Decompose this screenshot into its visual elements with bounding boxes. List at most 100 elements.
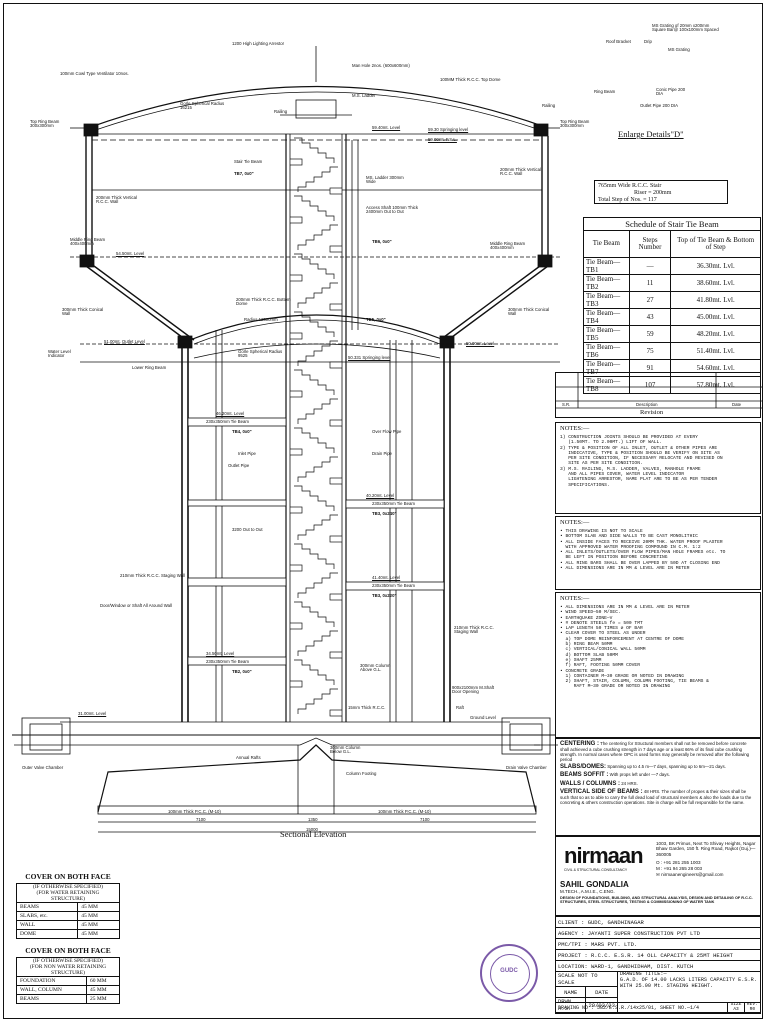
stair-landing xyxy=(329,651,342,659)
stair-landing xyxy=(290,448,303,456)
centering-soffit-head: BEAMS SOFFIT : xyxy=(560,772,609,779)
stair-landing xyxy=(329,187,342,195)
notes-3-item: 2) SHAFT, STAIR, COLUMN, COLUMN FOOTING,… xyxy=(560,679,709,685)
label-tb2: TB3, 0x220" xyxy=(372,593,397,598)
notes-3-item: a) TOP DOME REINFORCEMENT AT CENTRE OF D… xyxy=(560,636,685,642)
label-door-window: Door/Window or Shaft All Around Wall xyxy=(100,603,172,608)
centering-head: CENTERING : xyxy=(560,741,599,747)
notes-3-item: • LAP LENGTH 50 TIMES ø OF BAR xyxy=(560,626,643,632)
notes-2-item: WITH APPROVED WATER PROOFING COMPOUND IN… xyxy=(560,544,701,550)
label-vertical-wall-left: 200mm Thick Vertical R.C.C. Wall xyxy=(96,195,137,205)
stair-landing xyxy=(329,303,342,311)
label-annual-rafts: Annual Rafts xyxy=(236,755,261,760)
label-top-ring-beam-left: Top Ring Beam 300x300mm xyxy=(30,119,60,129)
notes-box-3: NOTES:— • ALL DIMENSIONS ARE IN MM & LEV… xyxy=(555,592,761,738)
tb-name-header: NAME xyxy=(554,986,587,998)
label-out-to-out: 3200 Out to Out xyxy=(232,527,263,532)
cover-member: DOME xyxy=(15,929,79,939)
label-springing-59-30: 59.30 Springing level xyxy=(428,127,469,132)
centering-walls-text: 24 HRS. xyxy=(621,780,638,786)
label-lower-ring-beam: Lower Ring Beam xyxy=(132,365,167,370)
cover-value: 45 MM xyxy=(77,911,120,921)
schedule-cell-tie-beam: Tie Beam—TB4 xyxy=(583,308,630,326)
schedule-header-steps: Steps Number xyxy=(628,230,672,258)
notes-1-item: 2) TYPE & POSITION OF ALL INLET, OUTLET … xyxy=(560,445,718,451)
notes-2-item: • THIS DRAWING IS NOT TO SCALE xyxy=(560,529,643,534)
label-railing-right: Railing xyxy=(542,103,556,108)
label-tb4-desc: 230x350mm Tie Beam xyxy=(206,419,249,424)
stair-flight xyxy=(294,543,335,569)
stair-landing xyxy=(329,361,342,369)
notes-3-item: • ALL DIMENSIONS ARE IN MM & LEVEL ARE I… xyxy=(560,605,690,610)
stair-flight xyxy=(297,630,338,656)
schedule-cell-tie-beam: Tie Beam—TB2 xyxy=(583,274,630,292)
label-vertical-wall-right: 200mm Thick Vertical R.C.C. Wall xyxy=(500,167,541,177)
revision-header-sr: S.R. xyxy=(562,402,571,407)
notes-3-item: • EARTHQUAKE ZONE—V xyxy=(560,615,613,621)
tb-drawing-title-label: DRAWING TITLE:— xyxy=(619,971,667,977)
notes-3-item: d) BOTTOM SLAB 50MM xyxy=(560,652,618,658)
label-spherical-top: Gorle Spherical Radius 16215 xyxy=(180,101,225,111)
stair-spec-box: 765mm Wide R.C.C. Stair Riser = 200mm To… xyxy=(594,180,728,204)
tb-rev-label: REV. xyxy=(746,1002,758,1008)
centering-vertical-text: 48 HRS. The number of propes & their siz… xyxy=(560,788,752,805)
stair-landing xyxy=(290,390,303,398)
stair-landing xyxy=(329,419,342,427)
tb-project: PROJECT : R.C.C. E.S.R. 14 OLL CAPACITY … xyxy=(555,949,761,961)
revision-title: Revision xyxy=(640,409,664,416)
cover-value: 45 MM xyxy=(86,985,120,995)
stair-landing xyxy=(329,477,342,485)
label-enl-ms-grating: MS Grating xyxy=(668,47,690,52)
notes-3-item: c) VERTICAL/CONICAL WALL 50MM xyxy=(560,647,646,653)
cover-1-sub2: (FOR WATER RETAINING STRUCTURE) xyxy=(36,890,100,902)
label-tb2-desc: 230x350mm Tie Beam xyxy=(372,583,415,588)
label-springing-50: 50.331 Springing level xyxy=(348,355,391,360)
sheet-border xyxy=(3,3,763,1019)
centering-vertical-head: VERTICAL SIDE OF BEAMS : xyxy=(560,788,643,795)
stair-landing xyxy=(290,506,303,514)
label-enl-drip: Drip xyxy=(644,39,652,44)
label-tb3-desc: 230x350mm Tie Beam xyxy=(372,501,415,506)
schedule-cell-tie-beam: Tie Beam—TB6 xyxy=(583,342,630,360)
schedule-cell-steps: 75 xyxy=(628,342,672,360)
label-ground-level: Ground Level xyxy=(470,715,496,720)
notes-3-item: RAFT M—30 GRADE OR NOTED IN DRAWING xyxy=(560,684,671,690)
cover-table-2: COVER ON BOTH FACE (IF OTHERWISE SPECIFI… xyxy=(15,946,120,1004)
tb-drawing-title: G.A.D. OF 14.00 LACKS LITERS CAPACITY E.… xyxy=(619,976,757,989)
stair-flight xyxy=(294,427,335,453)
notes-1-item: (1.50MT. TO 2.00MT.) LIFT OF WALL. xyxy=(560,440,662,446)
stair-flight xyxy=(297,688,338,714)
label-conical-wall-right: 300mm Thick Conical Wall xyxy=(508,307,550,317)
sectional-elevation-drawing xyxy=(12,46,560,833)
stair-landing xyxy=(290,216,303,224)
stair-landing xyxy=(290,680,303,688)
label-conical-wall-left: 300mm Thick Conical Wall xyxy=(62,307,104,317)
title-sectional-elevation: Sectional Elevation xyxy=(280,829,347,839)
tb-drawing-no: DRAWING NO : 582/E.S.R./14x25/01, SHEET … xyxy=(554,1002,729,1014)
notes-2-list: • THIS DRAWING IS NOT TO SCALE• BOTTOM S… xyxy=(560,529,756,571)
label-level-50: 50.00mt. Level xyxy=(466,341,495,346)
revision-header-date: Date xyxy=(732,402,742,407)
label-outlet-pipe: Outlet Pipe xyxy=(228,463,250,468)
label-railing-left: Railing xyxy=(274,109,288,114)
label-middle-ring-left: Middle Ring Beam 400x400mm xyxy=(70,237,106,247)
label-door-opening: 900x2100mm M.Shaft Door Opening xyxy=(452,685,495,695)
label-stair-tie-beam: Stair Tie Beam xyxy=(234,159,263,164)
notes-box-1: NOTES:— 1) CONSTRUCTION JOINTS SHOULD BE… xyxy=(555,422,761,514)
label-bottom-dome: 200mm Thick R.C.C. Bottom Dome xyxy=(236,297,291,307)
label-staging-wall-right: 210mm Thick R.C.C. Staging Wall xyxy=(454,625,494,635)
label-level-54-50: 54.50mt. Level xyxy=(116,251,145,256)
label-enl-ring-beam: Ring Beam xyxy=(594,89,616,94)
cover-value: 45 MM xyxy=(77,920,120,930)
stair-flight xyxy=(297,282,338,308)
label-pcc-right: 100mm Thick P.C.C. (M-10) xyxy=(378,809,431,814)
notes-3-item: e) SHAFT 25MM xyxy=(560,657,602,663)
label-raft: Raft xyxy=(456,705,464,710)
